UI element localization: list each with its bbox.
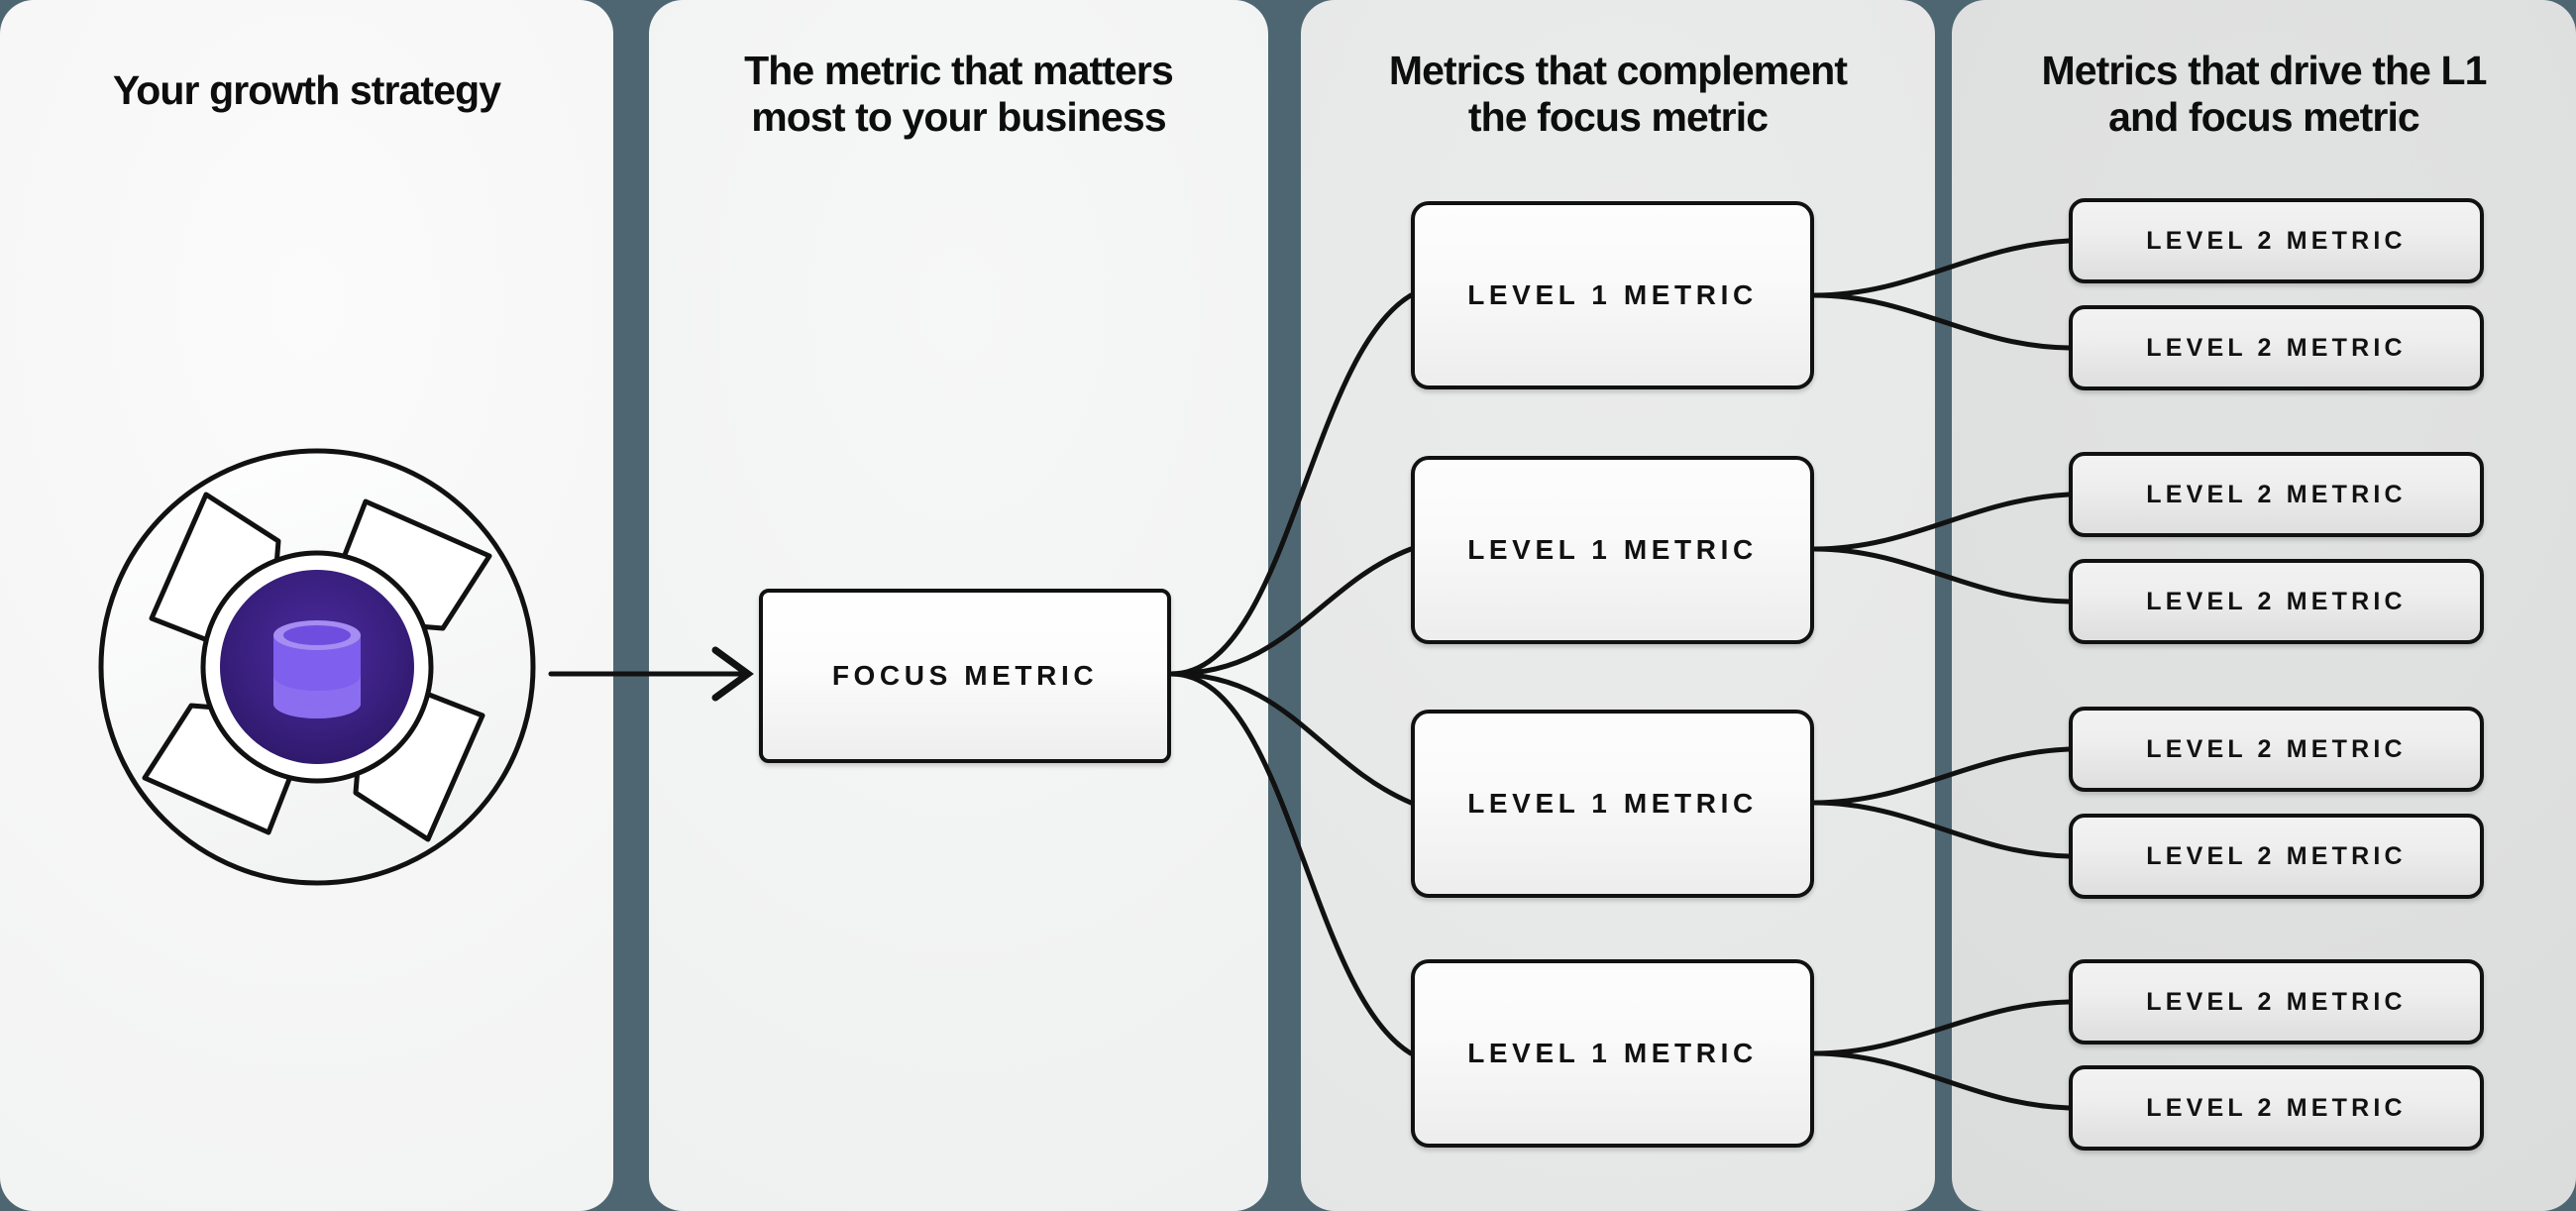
level-2-metric-box-2b[interactable]: LEVEL 2 METRIC [2069,559,2484,644]
level-2-metric-box-4b[interactable]: LEVEL 2 METRIC [2069,1065,2484,1151]
level-1-metric-label: LEVEL 1 METRIC [1467,534,1758,565]
focus-metric-label: FOCUS METRIC [831,660,1099,691]
focus-metric-box[interactable]: FOCUS METRIC [759,589,1171,763]
level-1-metric-label: LEVEL 1 METRIC [1467,788,1758,819]
level-2-metric-label: LEVEL 2 METRIC [2146,333,2407,362]
level-2-metric-label: LEVEL 2 METRIC [2146,587,2407,615]
level-1-metric-label: LEVEL 1 METRIC [1467,279,1758,310]
column-title-growth-strategy: Your growth strategy [112,67,501,113]
level-1-metric-label: LEVEL 1 METRIC [1467,1038,1758,1068]
level-2-metric-box-1b[interactable]: LEVEL 2 METRIC [2069,305,2484,390]
column-title-level-1-metrics: Metrics that complement the focus metric [1388,48,1848,141]
level-1-metric-box-2[interactable]: LEVEL 1 METRIC [1411,456,1814,644]
level-2-metric-label: LEVEL 2 METRIC [2146,841,2407,870]
level-2-metric-box-3b[interactable]: LEVEL 2 METRIC [2069,814,2484,899]
level-1-metric-box-4[interactable]: LEVEL 1 METRIC [1411,959,1814,1148]
level-2-metric-box-1a[interactable]: LEVEL 2 METRIC [2069,198,2484,283]
level-2-metric-box-4a[interactable]: LEVEL 2 METRIC [2069,959,2484,1045]
level-2-metric-label: LEVEL 2 METRIC [2146,226,2407,255]
level-1-metric-box-3[interactable]: LEVEL 1 METRIC [1411,710,1814,898]
growth-strategy-hub-graphic [98,448,536,886]
level-2-metric-label: LEVEL 2 METRIC [2146,1093,2407,1122]
level-2-metric-box-2a[interactable]: LEVEL 2 METRIC [2069,452,2484,537]
level-1-metric-box-1[interactable]: LEVEL 1 METRIC [1411,201,1814,389]
column-title-level-2-metrics: Metrics that drive the L1 and focus metr… [2041,48,2487,141]
column-title-focus-metric: The metric that matters most to your bus… [744,48,1174,141]
database-icon [273,620,361,718]
level-2-metric-label: LEVEL 2 METRIC [2146,987,2407,1016]
level-2-metric-label: LEVEL 2 METRIC [2146,734,2407,763]
level-2-metric-box-3a[interactable]: LEVEL 2 METRIC [2069,707,2484,792]
level-2-metric-label: LEVEL 2 METRIC [2146,480,2407,508]
